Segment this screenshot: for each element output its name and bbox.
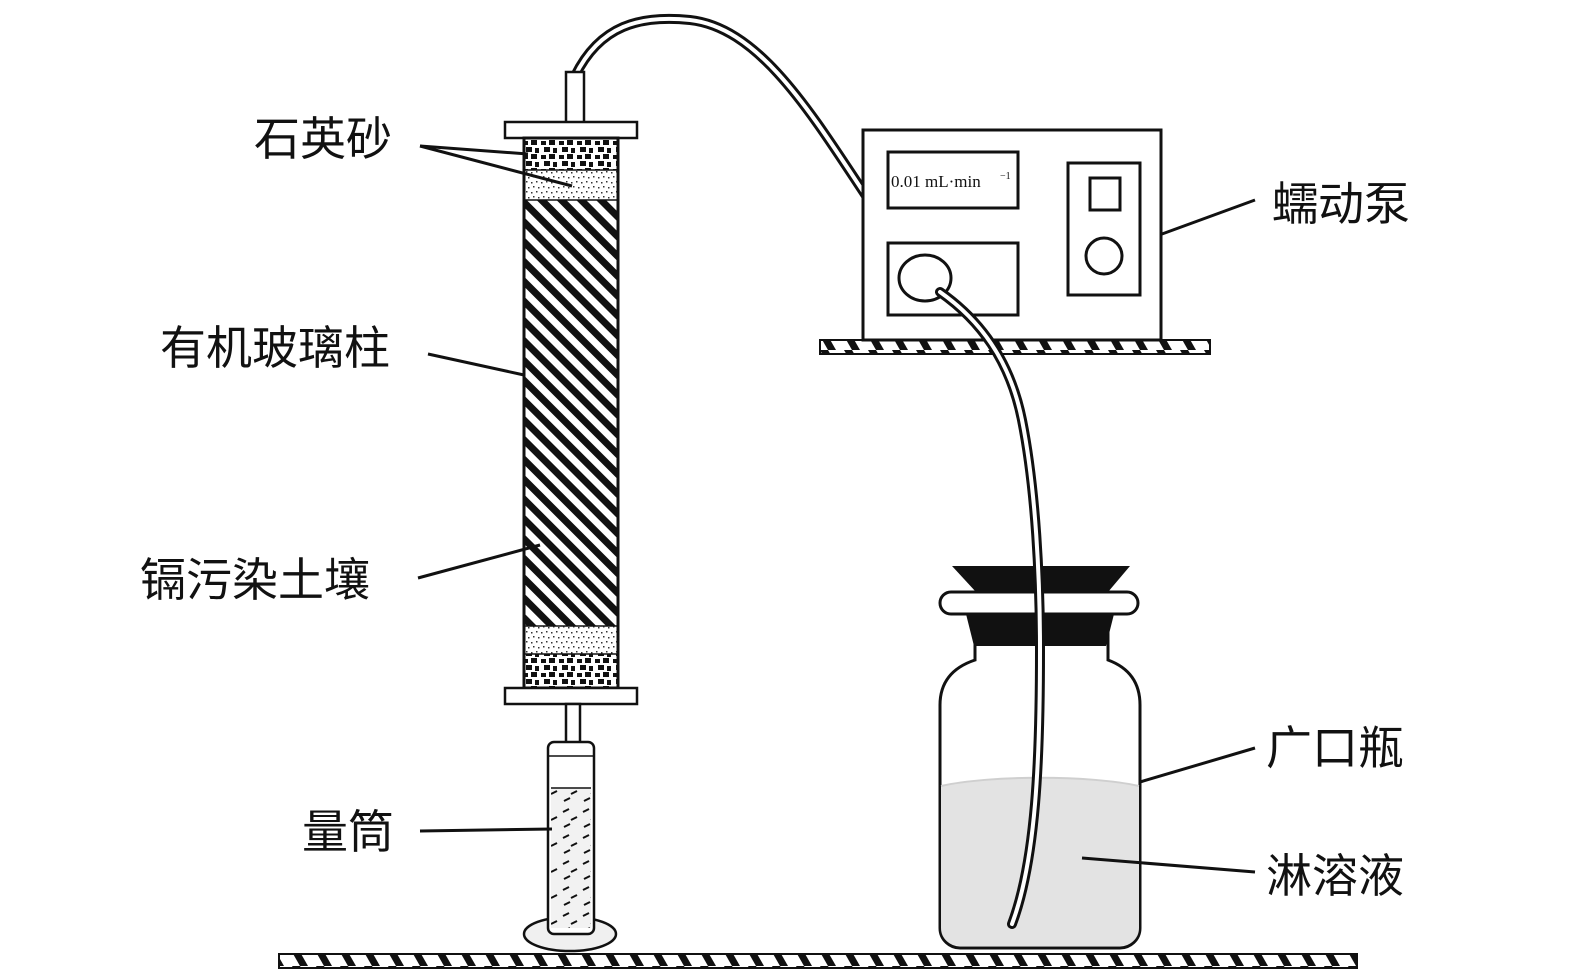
label-quartz-sand: 石英砂: [254, 112, 392, 166]
pump-shelf: [819, 339, 1211, 355]
leaching-solution: [941, 777, 1139, 946]
label-cd-soil: 镉污染土壤: [140, 553, 370, 607]
quartz-sand-fine-bottom: [524, 626, 618, 654]
power-switch: [1088, 176, 1122, 212]
leader-lines: [417, 144, 1256, 874]
label-leaching-solution: 淋溶液: [1266, 849, 1404, 903]
bench-surface: [278, 953, 1358, 969]
quartz-sand-coarse-bottom: [524, 654, 618, 688]
cd-contaminated-soil: [524, 200, 618, 626]
label-graduated-cylinder: 量筒: [302, 805, 394, 859]
quartz-sand-coarse-top: [524, 138, 618, 170]
graduated-cylinder: [522, 740, 618, 953]
flow-rate-value: 0.01 mL·min: [891, 172, 981, 191]
label-wide-mouth-bottle: 广口瓶: [1266, 721, 1404, 775]
speed-knob: [1084, 236, 1124, 276]
flow-rate-display: [886, 150, 1020, 210]
flow-rate-exponent: −1: [1000, 171, 1011, 182]
label-peristaltic-pump: 蠕动泵: [1272, 177, 1410, 231]
peristaltic-pump: 0.01 mL·min −1: [861, 128, 1163, 342]
label-plexiglass-column: 有机玻璃柱: [160, 321, 390, 375]
collected-leachate: [551, 788, 591, 928]
plexiglass-column: [503, 70, 639, 754]
